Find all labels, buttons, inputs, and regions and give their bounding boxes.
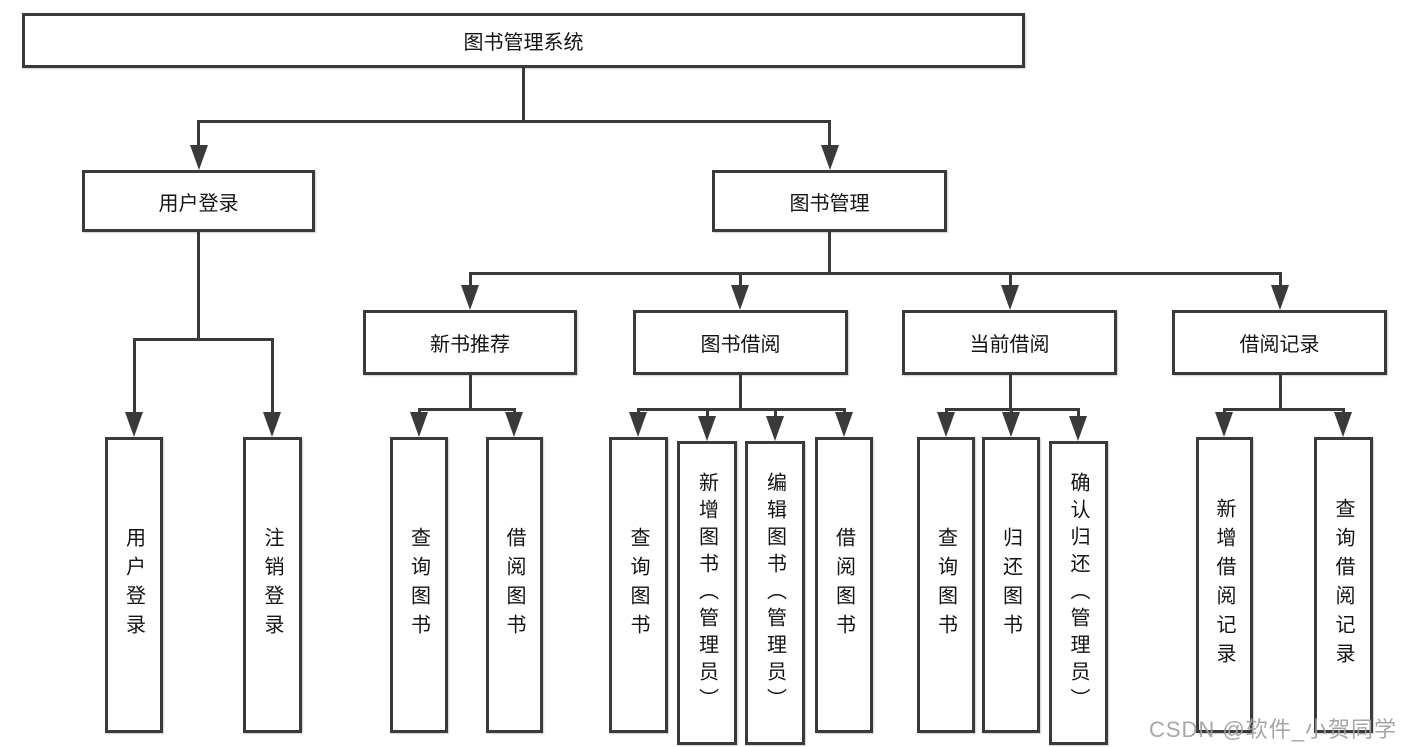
connector-line bbox=[774, 408, 777, 418]
arrow-down-icon bbox=[1271, 285, 1289, 310]
node-query-books-recommend: 查询图书 bbox=[390, 437, 448, 733]
connector-line bbox=[133, 338, 136, 416]
connector-line bbox=[1279, 272, 1282, 288]
watermark-text: CSDN @软件_小贺同学 bbox=[1148, 717, 1397, 742]
connector-line bbox=[469, 375, 472, 411]
arrow-down-icon bbox=[1215, 412, 1233, 437]
node-user-login: 用户登录 bbox=[105, 437, 163, 733]
node-query-books-current: 查询图书 bbox=[917, 437, 975, 733]
arrow-down-icon bbox=[698, 416, 716, 441]
arrow-down-icon bbox=[766, 416, 784, 441]
node-edit-books-admin: 编辑图书（管理员） bbox=[745, 441, 805, 745]
connector-line bbox=[1223, 408, 1344, 411]
arrow-down-icon bbox=[629, 412, 647, 437]
connector-line bbox=[828, 232, 831, 272]
node-borrowing-records: 借阅记录 bbox=[1172, 310, 1387, 375]
arrow-down-icon bbox=[835, 412, 853, 437]
arrow-down-icon bbox=[190, 145, 208, 170]
arrow-down-icon bbox=[461, 285, 479, 310]
connector-line bbox=[828, 120, 831, 148]
connector-line bbox=[637, 408, 846, 411]
connector-line bbox=[1279, 375, 1282, 411]
connector-line bbox=[1009, 375, 1012, 411]
connector-line bbox=[271, 338, 274, 416]
node-library-management-system: 图书管理系统 bbox=[22, 13, 1025, 68]
node-current-borrowing: 当前借阅 bbox=[902, 310, 1117, 375]
connector-line bbox=[739, 272, 742, 288]
arrow-down-icon bbox=[731, 285, 749, 310]
node-add-books-admin: 新增图书（管理员） bbox=[677, 441, 737, 745]
arrow-down-icon bbox=[1069, 416, 1087, 441]
connector-line bbox=[1077, 408, 1080, 418]
connector-line bbox=[197, 120, 831, 123]
node-query-books-borrowing: 查询图书 bbox=[609, 437, 668, 733]
connector-line bbox=[1009, 272, 1012, 288]
connector-line bbox=[469, 272, 472, 288]
connector-line bbox=[197, 232, 200, 338]
arrow-down-icon bbox=[505, 412, 523, 437]
connector-line bbox=[418, 408, 516, 411]
arrow-down-icon bbox=[1002, 412, 1020, 437]
arrow-down-icon bbox=[1334, 412, 1352, 437]
node-logout-login: 注销登录 bbox=[243, 437, 302, 733]
arrow-down-icon bbox=[263, 412, 281, 437]
arrow-down-icon bbox=[410, 412, 428, 437]
node-return-books: 归还图书 bbox=[982, 437, 1040, 733]
connector-line bbox=[522, 68, 525, 120]
connector-line bbox=[133, 338, 274, 341]
arrow-down-icon bbox=[821, 145, 839, 170]
node-new-book-recommendation: 新书推荐 bbox=[363, 310, 577, 375]
connector-line bbox=[469, 272, 1282, 275]
arrow-down-icon bbox=[125, 412, 143, 437]
node-borrow-books-recommend: 借阅图书 bbox=[486, 437, 543, 733]
connector-line bbox=[197, 120, 200, 148]
node-book-management: 图书管理 bbox=[712, 170, 947, 232]
node-user-login-group: 用户登录 bbox=[82, 170, 315, 232]
node-book-borrowing: 图书借阅 bbox=[633, 310, 848, 375]
node-borrow-books-borrowing: 借阅图书 bbox=[815, 437, 873, 733]
connector-line bbox=[739, 375, 742, 411]
node-confirm-return-admin: 确认归还（管理员） bbox=[1049, 441, 1108, 745]
node-query-borrow-record: 查询借阅记录 bbox=[1314, 437, 1373, 733]
connector-line bbox=[706, 408, 709, 418]
arrow-down-icon bbox=[1001, 285, 1019, 310]
arrow-down-icon bbox=[937, 412, 955, 437]
node-add-borrow-record: 新增借阅记录 bbox=[1196, 437, 1253, 733]
